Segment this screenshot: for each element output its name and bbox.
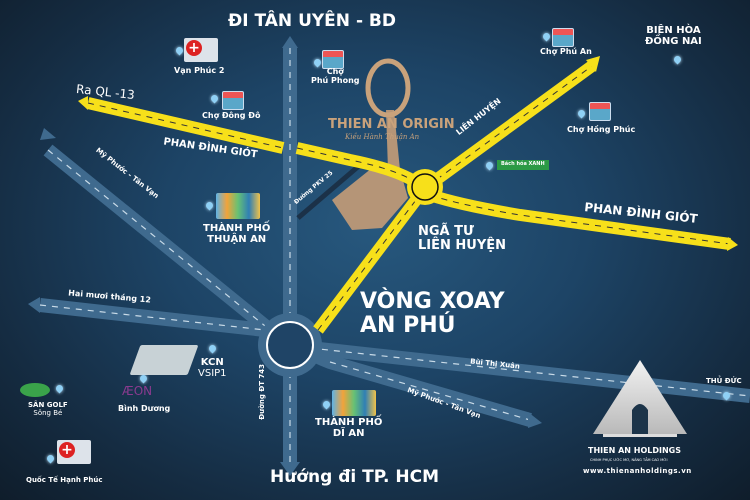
arrow-ql13: [78, 96, 88, 110]
place-aeon: Bình Dương: [118, 404, 171, 413]
brand-website: www.thienanholdings.vn: [583, 467, 692, 475]
place-aeon-logo: ÆON: [122, 384, 153, 398]
land-plot: [332, 168, 408, 230]
direction-south: Hướng đi TP. HCM: [270, 467, 440, 487]
market-icon: [322, 50, 344, 69]
place-thu-duc: THỦ ĐỨC: [706, 377, 742, 385]
place-cho-phu-an: Chợ Phú An: [540, 47, 592, 56]
city-icon: [332, 390, 376, 416]
label-dt743: Đường ĐT 743: [258, 363, 267, 420]
arrow-south: [280, 462, 300, 476]
brand-name: THIEN AN HOLDINGS: [588, 446, 681, 455]
market-icon: [589, 102, 611, 121]
origin-logo: [365, 58, 411, 118]
hospital-icon: [57, 440, 91, 464]
hospital-icon: [184, 38, 218, 62]
golf-icon: [20, 383, 50, 397]
arrow-west-hai-muoi: [28, 297, 40, 313]
arrow-north: [282, 36, 298, 48]
road-pkv25: [296, 163, 362, 220]
industrial-park-icon: [129, 345, 199, 375]
project-subtitle: Kiều Hành Thuận An: [345, 133, 420, 141]
project-name: THIEN AN ORIGIN: [328, 117, 455, 132]
arrow-east: [727, 237, 738, 251]
market-icon: [222, 91, 244, 110]
arrow-nw-my-phuoc: [40, 128, 56, 140]
arrow-ne: [586, 56, 600, 72]
thien-an-holdings-logo: [593, 360, 687, 437]
place-cho-hong-phuc: Chợ Hồng Phúc: [567, 125, 636, 134]
direction-north: ĐI TÂN UYÊN - BD: [228, 11, 396, 31]
place-hospital: Quốc Tế Hạnh Phúc: [26, 476, 103, 484]
arrow-se-my-phuoc: [528, 412, 542, 428]
place-bach-hoa-xanh: Bách hóa XANH: [497, 160, 549, 170]
market-icon: [552, 28, 574, 47]
brand-tagline: CHINH PHỤC ƯỚC MƠ, NÂNG TẦM CAO MỚI: [590, 458, 668, 462]
place-cho-dong-do: Chợ Đông Đô: [202, 111, 261, 120]
city-icon: [216, 193, 260, 219]
place-van-phuc: Vạn Phúc 2: [174, 66, 225, 75]
